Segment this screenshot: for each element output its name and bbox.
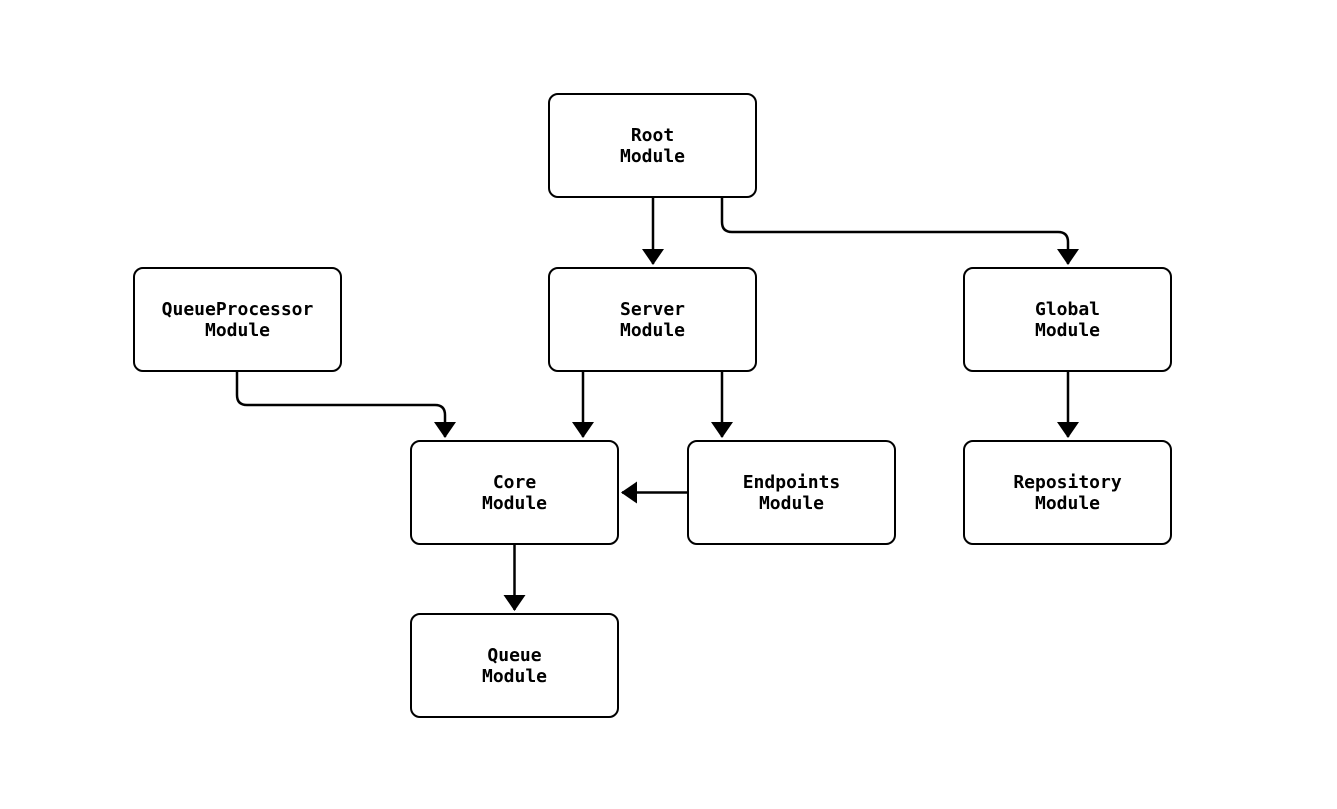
edge-root-to-global: [720, 198, 1079, 265]
edge-queueprocessor-to-core: [235, 372, 456, 438]
